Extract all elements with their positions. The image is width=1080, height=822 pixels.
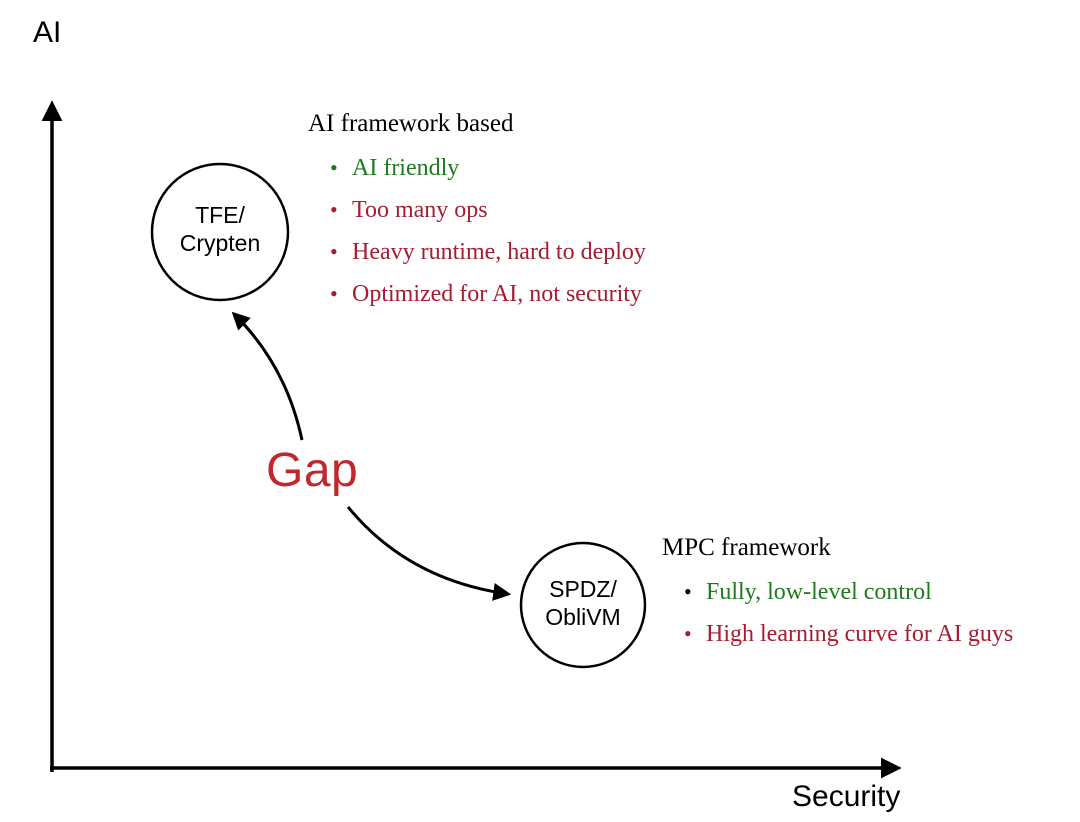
bullet-text: Heavy runtime, hard to deploy — [352, 239, 646, 265]
bullet-text: Too many ops — [352, 197, 488, 223]
bullet-dot-icon: • — [330, 281, 338, 306]
bullet-dot-icon: • — [330, 197, 338, 222]
bullet-item: • Optimized for AI, not security — [330, 279, 646, 309]
bullet-item: • Heavy runtime, hard to deploy — [330, 237, 646, 267]
bullet-text: High learning curve for AI guys — [706, 621, 1014, 647]
gap-to-tfe-arrow-icon — [231, 311, 304, 441]
node-label-line: TFE/ — [195, 202, 245, 228]
tfe-crypten-circle — [150, 162, 290, 302]
annotation-title: MPC framework — [662, 534, 831, 561]
gap-label: Gap — [266, 444, 359, 497]
gap-to-spdz-arrow-icon — [346, 506, 512, 601]
node-label-line: ObliVM — [545, 604, 621, 630]
annotation-title: AI framework based — [308, 110, 514, 137]
bullet-list: • AI friendly • Too many ops • Heavy run… — [308, 153, 646, 309]
spdz-oblivm-circle — [519, 541, 647, 669]
bullet-text: AI friendly — [352, 155, 460, 181]
y-axis-label: AI — [33, 16, 62, 49]
bullet-item: • High learning curve for AI guys — [684, 619, 1013, 649]
bullet-list: • Fully, low-level control • High learni… — [662, 577, 1013, 649]
bullet-item: • Too many ops — [330, 195, 646, 225]
node-label-line: SPDZ/ — [549, 576, 617, 602]
x-axis-label: Security — [792, 780, 901, 813]
bullet-dot-icon: • — [330, 239, 338, 264]
bullet-text: Optimized for AI, not security — [352, 281, 642, 307]
bullet-item: • Fully, low-level control — [684, 577, 1013, 607]
annotation-ai-framework: AI framework based • AI friendly • Too m… — [308, 110, 646, 321]
tfe-crypten-label: TFE/ Crypten — [140, 201, 300, 257]
annotation-mpc-framework: MPC framework • Fully, low-level control… — [662, 534, 1013, 661]
bullet-dot-icon: • — [330, 155, 338, 180]
bullet-dot-icon: • — [684, 579, 692, 604]
spdz-oblivm-label: SPDZ/ ObliVM — [503, 575, 663, 631]
bullet-text: Fully, low-level control — [706, 579, 932, 605]
node-label-line: Crypten — [179, 230, 261, 256]
bullet-dot-icon: • — [684, 621, 692, 646]
bullet-item: • AI friendly — [330, 153, 646, 183]
